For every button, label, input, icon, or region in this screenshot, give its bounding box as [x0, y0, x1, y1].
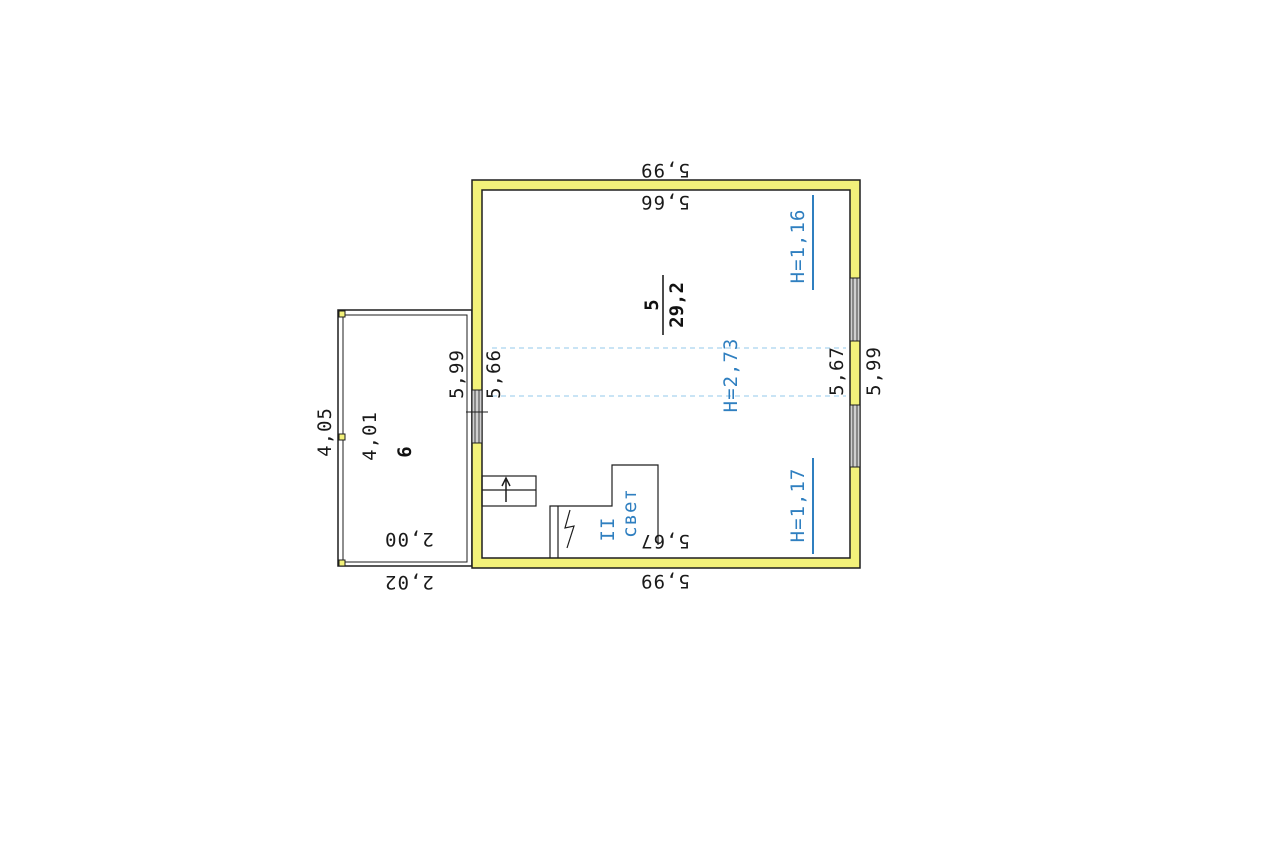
height-center: H=2,73 — [720, 338, 742, 413]
window-right-upper — [849, 277, 861, 342]
post-middle-icon — [338, 433, 346, 441]
window-left — [466, 389, 488, 444]
dim-right-outer: 5,99 — [863, 346, 885, 396]
room-5-area: 29,2 — [666, 282, 688, 328]
dim-top-outer: 5,99 — [640, 159, 690, 181]
stair-label-light: свет — [619, 488, 641, 538]
height-guides — [492, 347, 846, 397]
room-5-number: 5 — [641, 299, 663, 310]
height-bottom-right: H=1,17 — [787, 468, 809, 543]
dim-bottom-outer: 5,99 — [640, 570, 690, 592]
dim-bottom-inner: 5,67 — [640, 530, 690, 552]
dim-room6-outer-bottom: 2,02 — [384, 571, 434, 593]
room-5-label: 5 29,2 — [641, 275, 688, 335]
dim-room6-inner-left: 4,01 — [359, 411, 381, 461]
stair-label-level: II — [597, 517, 619, 542]
dim-room6-inner-bottom: 2,00 — [384, 528, 434, 550]
post-bottom-icon — [338, 559, 346, 567]
window-right-lower — [849, 404, 861, 468]
height-top-right: H=1,16 — [787, 209, 809, 284]
room-6-number: 6 — [394, 446, 416, 457]
dim-left-inner: 5,66 — [483, 349, 505, 399]
dim-left-outer: 5,99 — [446, 349, 468, 399]
stair-block — [481, 464, 659, 558]
dim-top-inner: 5,66 — [640, 191, 690, 213]
dim-room6-outer-left: 4,05 — [314, 407, 336, 457]
dim-right-inner: 5,67 — [826, 346, 848, 396]
post-top-icon — [338, 310, 346, 318]
